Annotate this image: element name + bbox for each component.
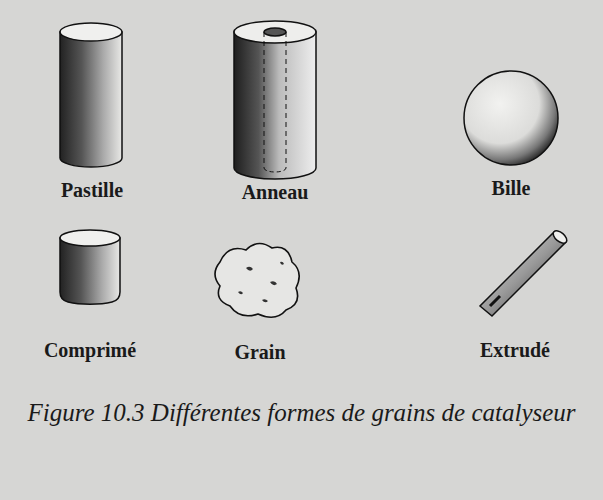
shape-name: Extrudé — [480, 339, 550, 362]
figure-caption: Figure 10.3 Différentes formes de grains… — [22, 396, 582, 430]
extrude-rod — [480, 228, 569, 316]
shape-name: Anneau — [242, 181, 309, 204]
anneau-ring — [234, 21, 316, 179]
shape-name: Pastille — [61, 179, 123, 202]
grain-particle — [215, 243, 299, 317]
bille-sphere — [464, 71, 558, 165]
shape-name: Grain — [234, 341, 285, 364]
pastille-cylinder — [60, 23, 122, 167]
shape-name: Comprimé — [44, 339, 136, 362]
shape-name: Bille — [492, 177, 531, 200]
comprime-tablet — [60, 230, 120, 304]
